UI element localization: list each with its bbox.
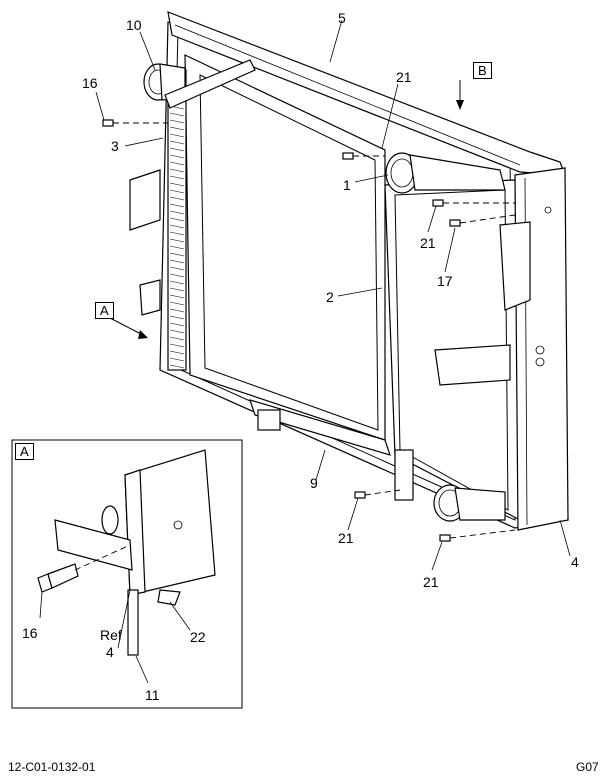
- callout-3: 3: [111, 138, 119, 154]
- callout-9: 9: [310, 475, 318, 491]
- callout-17: 17: [437, 273, 453, 289]
- drawing-number: 12-C01-0132-01: [8, 760, 96, 774]
- callout-2: 2: [326, 289, 334, 305]
- callout-16-detail: 16: [22, 625, 38, 641]
- callout-21-low: 21: [338, 530, 354, 546]
- callout-21-top: 21: [396, 69, 412, 85]
- callout-4: 4: [571, 554, 579, 570]
- sheet-code: G07: [576, 760, 599, 774]
- view-marker-b: B: [473, 62, 492, 79]
- inlet-pipe: [143, 63, 186, 101]
- leader-lines: [95, 19, 571, 571]
- callout-10: 10: [126, 17, 142, 33]
- callout-21-bottom: 21: [423, 574, 439, 590]
- detail-a-bracket: [54, 449, 216, 656]
- callout-ref: Ref: [100, 627, 122, 643]
- view-marker-a: A: [95, 302, 114, 319]
- callout-22: 22: [190, 629, 206, 645]
- callout-21-mid: 21: [420, 235, 436, 251]
- detail-a-bolt: [37, 563, 79, 593]
- callout-16: 16: [82, 75, 98, 91]
- callout-11: 11: [145, 687, 160, 703]
- left-brackets: [129, 169, 161, 316]
- outlet-tube-top: [385, 152, 506, 194]
- detail-a-label: A: [15, 443, 34, 460]
- bottom-bar: [249, 399, 414, 501]
- callout-1: 1: [343, 177, 351, 193]
- detail-a-frame: [11, 439, 243, 709]
- outlet-tube-bottom: [433, 484, 506, 522]
- callout-5: 5: [338, 10, 346, 26]
- callout-ref-4: 4: [106, 644, 114, 660]
- support-strut: [164, 59, 256, 109]
- side-panel: [434, 167, 569, 531]
- radiator-core: [167, 54, 386, 441]
